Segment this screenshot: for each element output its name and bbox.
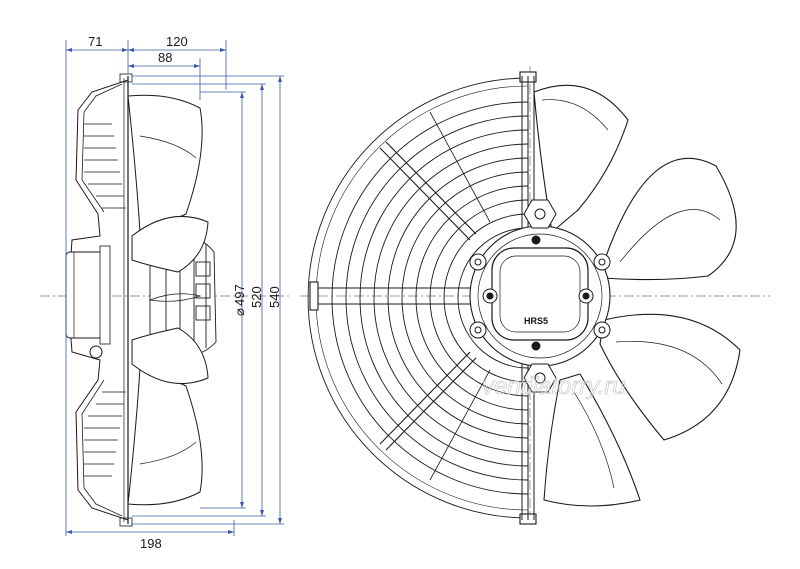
dim-guard-depth: 71 [88,34,102,49]
front-motor: HRS5 [469,199,611,393]
dim-mount-circle: 520 [249,286,264,308]
front-view: HRS5 [300,66,770,525]
side-view: 71 120 88 198 ⌀ 497 520 540 [40,34,290,551]
dim-diameter-symbol: ⌀ [232,308,247,316]
side-cable-gland [89,345,103,359]
motor-logo: HRS5 [524,316,548,326]
side-blades [127,94,209,506]
dim-guard-diameter: 540 [267,286,282,308]
dim-mount-depth: 120 [166,34,188,49]
watermark: ventilatorry.ru [482,373,626,400]
dim-total-depth: 198 [140,536,162,551]
dim-motor-depth: 88 [158,50,172,65]
side-guard-rings [84,123,126,477]
front-blades [533,84,741,507]
side-dimension-lines [65,40,284,536]
dim-blade-diameter: 497 [232,284,247,306]
terminal-box [491,247,589,341]
dimension-arrows [66,48,282,534]
